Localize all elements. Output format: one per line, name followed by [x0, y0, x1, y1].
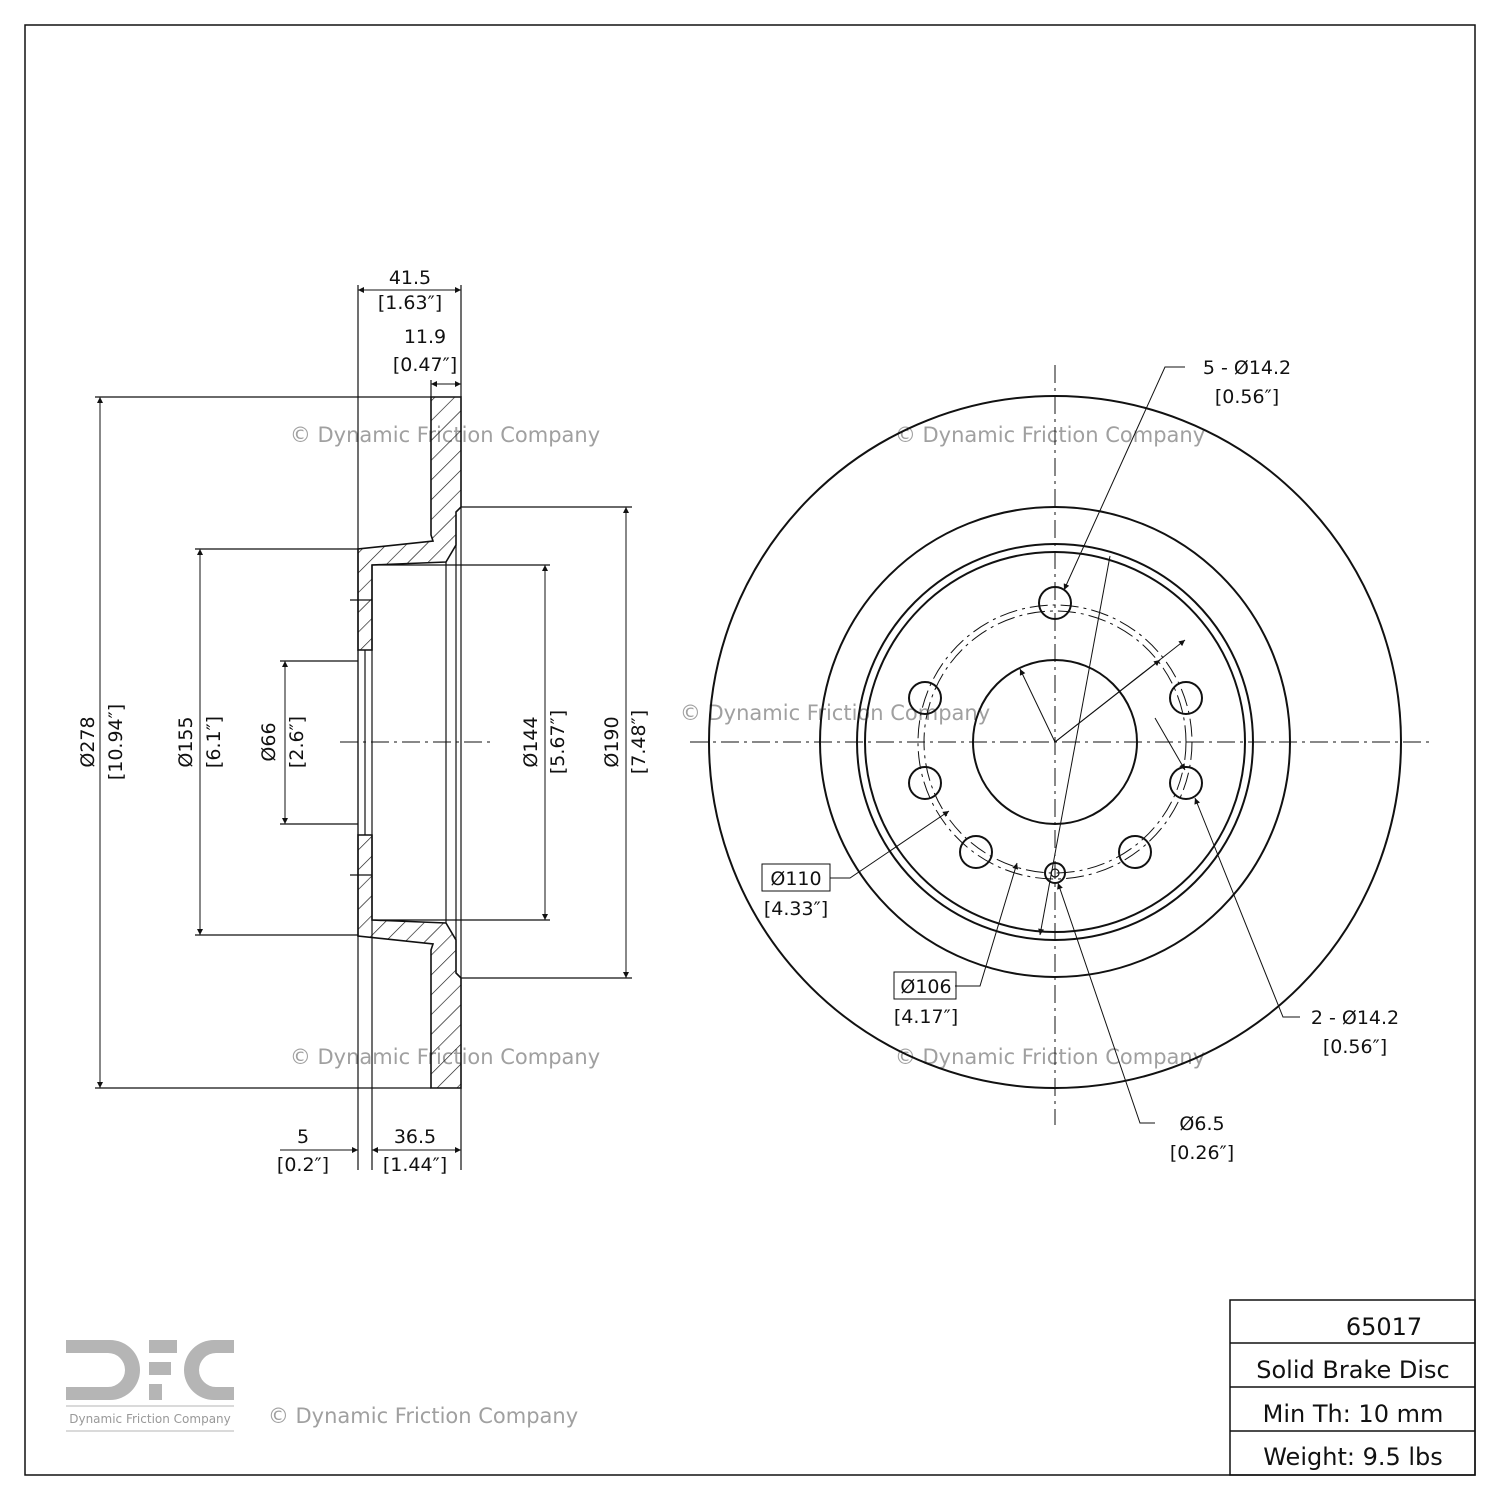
bolt-hole	[908, 681, 942, 715]
outer-edge	[708, 395, 1402, 1089]
dim-offset: 36.5	[394, 1126, 436, 1148]
watermark: © Dynamic Friction Company	[895, 1045, 1205, 1069]
bolt-hole	[908, 766, 942, 800]
dim-disc-thickness-in: [0.47″]	[393, 354, 457, 376]
bolt-hole	[1169, 681, 1203, 715]
dim-inner-hat-in: [5.67″]	[547, 710, 569, 774]
dim-overall-width-in: [1.63″]	[378, 292, 442, 314]
logo-f-mid	[149, 1362, 171, 1375]
logo-company-name: Dynamic Friction Company	[69, 1412, 231, 1426]
sheet-border	[24, 24, 1476, 1476]
dim-offset-in: [1.44″]	[383, 1154, 447, 1176]
dim-hat-diameter-in: [6.1″]	[203, 716, 225, 768]
title-block: 65017 Solid Brake Disc Min Th: 10 mm Wei…	[1229, 1299, 1476, 1476]
label-locator-hole: Ø6.5	[1179, 1113, 1224, 1135]
dim-friction-inner-in: [7.48″]	[628, 710, 650, 774]
dim-center-bore-in: [2.6″]	[286, 716, 308, 768]
watermark: © Dynamic Friction Company	[895, 423, 1205, 447]
section-view: 41.5 [1.63″] 11.9 [0.47″] Ø278 [10.94″] …	[77, 267, 650, 1176]
dim-overall-width: 41.5	[389, 267, 431, 289]
locator-hole	[1044, 862, 1066, 884]
hat-inner-edge	[864, 551, 1246, 933]
logo-f-stem	[149, 1384, 162, 1400]
label-bolt-circle-106-in: [4.17″]	[894, 1006, 958, 1028]
logo-c	[184, 1340, 234, 1400]
label-bolt-holes-2: 2 - Ø14.2	[1311, 1007, 1399, 1029]
watermark: © Dynamic Friction Company	[680, 701, 990, 725]
label-bolt-holes-5-in: [0.56″]	[1215, 386, 1279, 408]
logo-f-top	[149, 1340, 177, 1353]
center-bore	[972, 659, 1138, 825]
bolt-circle-alt	[923, 610, 1187, 874]
bolt-hole	[1118, 835, 1152, 869]
dim-hat-thickness: 5	[297, 1126, 309, 1148]
friction-inner-edge	[819, 506, 1291, 978]
weight: Weight: 9.5 lbs	[1263, 1443, 1443, 1471]
face-view: 5 - Ø14.2 [0.56″] Ø110 [4.33″] Ø106 [4.1…	[690, 357, 1430, 1164]
logo-d	[66, 1340, 140, 1400]
label-bolt-holes-5: 5 - Ø14.2	[1203, 357, 1291, 379]
part-number: 65017	[1346, 1313, 1422, 1341]
dim-center-bore: Ø66	[258, 722, 280, 761]
part-type: Solid Brake Disc	[1256, 1356, 1449, 1384]
hat-edge	[856, 543, 1254, 941]
label-bolt-circle-110-in: [4.33″]	[764, 898, 828, 920]
min-thickness: Min Th: 10 mm	[1263, 1400, 1444, 1428]
label-locator-hole-in: [0.26″]	[1170, 1142, 1234, 1164]
dim-hat-diameter: Ø155	[175, 716, 197, 767]
bolt-hole	[959, 835, 993, 869]
dim-outer-diameter: Ø278	[77, 716, 99, 767]
dfc-logo: Dynamic Friction Company	[66, 1340, 234, 1432]
bolt-circle	[917, 604, 1193, 880]
dim-friction-inner: Ø190	[601, 716, 623, 767]
dim-disc-thickness: 11.9	[404, 326, 446, 348]
bolt-hole	[1038, 586, 1072, 620]
dim-outer-diameter-in: [10.94″]	[105, 704, 127, 780]
label-bolt-circle-110: Ø110	[770, 868, 821, 890]
bolt-holes	[908, 586, 1203, 884]
label-bolt-holes-2-in: [0.56″]	[1323, 1036, 1387, 1058]
watermark: © Dynamic Friction Company	[268, 1404, 578, 1428]
dim-hat-thickness-in: [0.2″]	[277, 1154, 329, 1176]
dim-inner-hat: Ø144	[520, 716, 542, 767]
bolt-hole	[1169, 766, 1203, 800]
label-bolt-circle-106: Ø106	[900, 976, 951, 998]
